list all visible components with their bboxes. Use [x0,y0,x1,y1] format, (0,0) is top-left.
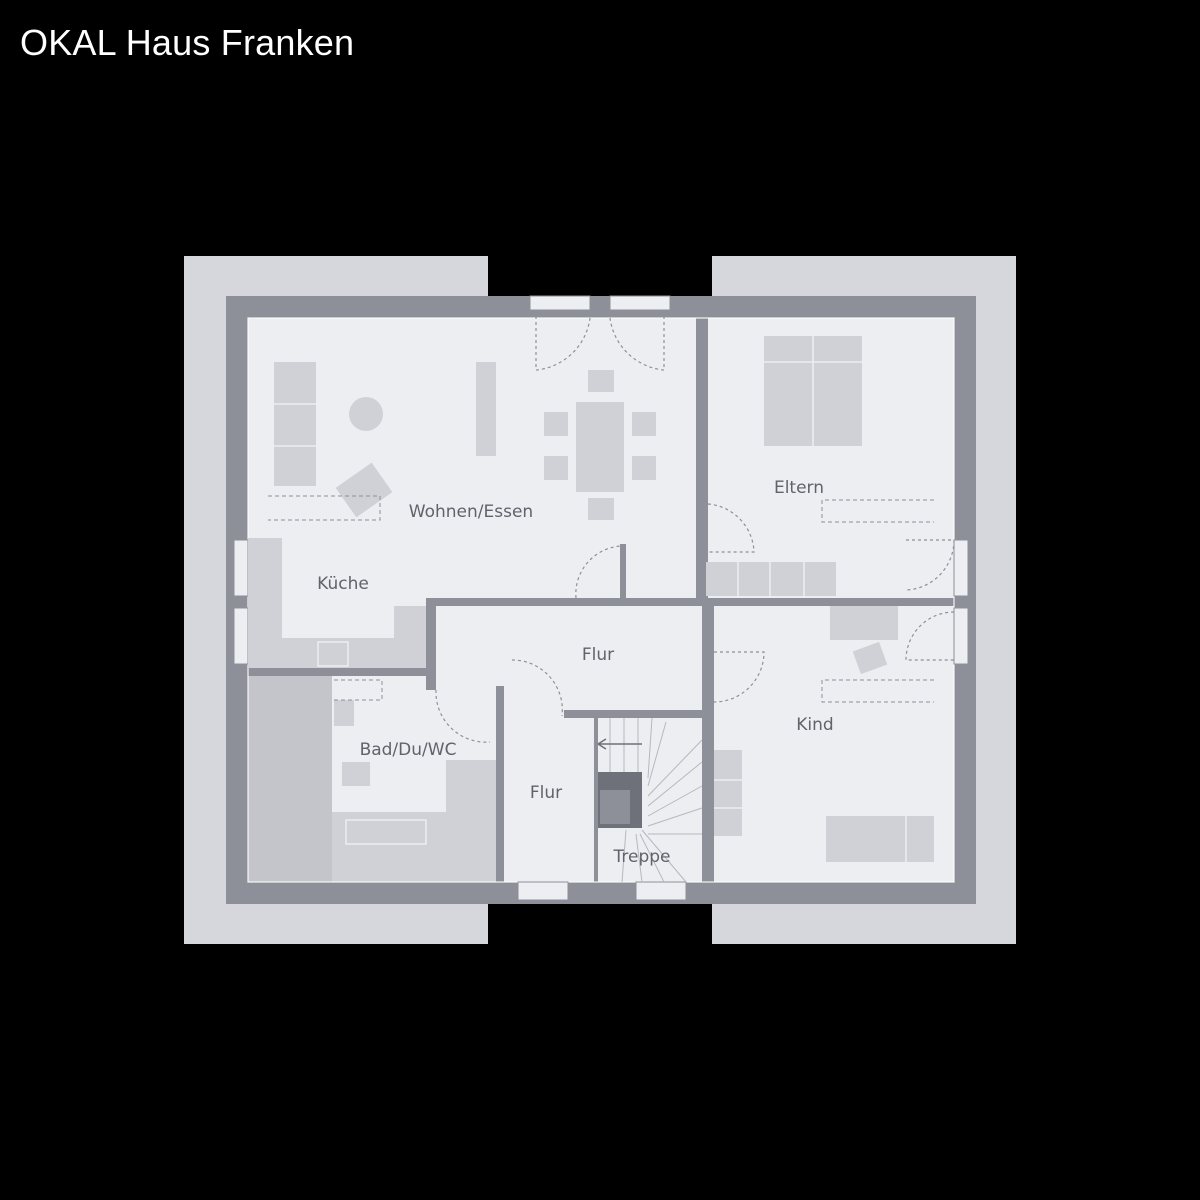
washer [446,760,496,812]
wall-bad-flur [496,686,504,882]
wc [342,762,370,786]
window-right-2 [953,607,969,665]
door-kind [713,651,765,703]
wall-dining-partition [620,544,626,600]
bed-kind [826,816,934,862]
stair-steps [609,717,703,883]
wall-flur-top-right [624,598,954,606]
door-eltern-window [905,539,955,591]
door-eltern [707,503,755,553]
door-flur-top [575,545,623,599]
inner-walls [248,318,954,882]
sofa [274,362,316,486]
sideboard-wohnen [476,362,496,456]
label-kind: Kind [796,715,833,735]
window-bottom-1 [517,881,569,901]
bad-shower-area [248,676,332,882]
door-flur-lower [511,659,563,717]
bathtub [334,812,434,852]
label-bad: Bad/Du/WC [360,740,457,760]
chair-l2 [544,456,568,480]
wall-wohnen-eltern [696,318,708,600]
kitchen-counter-left [248,538,282,668]
wall-flur-treppe [594,710,598,882]
wardrobe-eltern [706,562,836,596]
stair-arrow [597,738,642,750]
door-swings [435,310,955,743]
door-bad [435,689,491,743]
window-top-left [529,295,591,311]
dining-table [576,402,624,492]
chair-r2 [632,456,656,480]
furniture [248,336,934,862]
door-terrace-right [609,310,665,371]
chair-l1 [544,412,568,436]
chair-top [588,370,614,392]
dashed-lines [268,495,934,703]
wall-flur-top-left [426,598,576,606]
windows [233,295,969,901]
round-table [349,397,383,431]
desk-kind [830,606,898,640]
wall-kueche-flur [426,598,436,690]
label-flur-upper: Flur [582,645,614,665]
window-right-1 [953,539,969,597]
label-flur-lower: Flur [530,783,562,803]
sink-bad [334,700,354,726]
kitchen-counter-right [394,606,426,638]
wall-treppe-kind [702,606,714,882]
armchair [335,462,393,518]
wardrobe-kind [714,750,742,836]
floor-flur-lower [504,710,594,882]
kitchen-counter-bottom [282,638,426,668]
furniture-details [274,336,907,862]
chair-bottom [588,498,614,520]
chair-kind [852,641,888,675]
label-kueche: Küche [317,574,369,594]
window-left-1 [233,539,249,597]
wall-kueche-bad [248,668,436,676]
chair-r1 [632,412,656,436]
door-terrace-left [535,310,591,371]
window-top-right [609,295,671,311]
window-left-2 [233,607,249,665]
stair-well-inner [600,790,630,824]
window-bottom-2 [635,881,687,901]
label-wohnen: Wohnen/Essen [409,502,533,522]
page-title: OKAL Haus Franken [20,22,355,63]
label-eltern: Eltern [774,478,824,498]
staircase [597,717,703,883]
label-treppe: Treppe [612,847,670,867]
wall-flur-treppe-top [564,710,704,718]
